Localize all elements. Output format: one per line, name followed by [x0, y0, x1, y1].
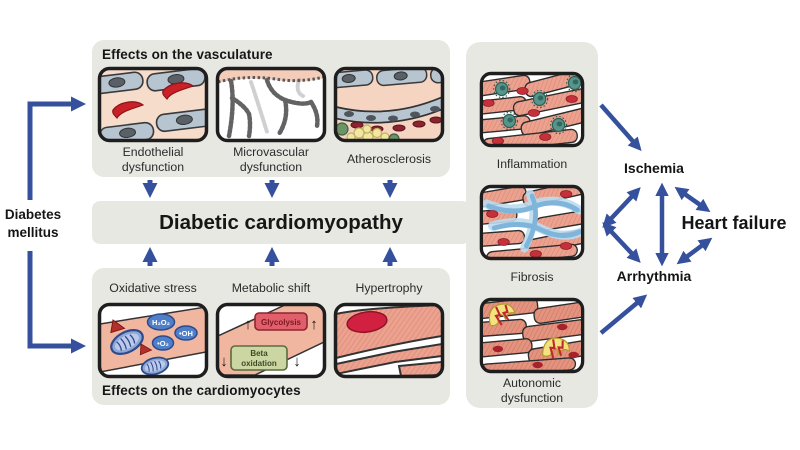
arrow-autonomic-to-arrhythmia [599, 294, 648, 335]
myocardial-effects-panel: Inflammation [466, 42, 598, 408]
endothelial-dysfunction-figure: Endothelial dysfunction [97, 66, 209, 174]
atherosclerosis-illustration [333, 66, 445, 143]
ros-molecule-oh: •OH [179, 329, 193, 338]
microvascular-dysfunction-figure: Microvascular dysfunction [215, 66, 327, 174]
arrow-diabetes-to-vasculature [27, 96, 86, 200]
metabolic-shift-figure: Metabolic shift Glycolysis ↑ ↑ Beta oxid… [215, 276, 327, 379]
arrow-arrhythmia-heart-failure [676, 237, 713, 265]
fibrosis-label: Fibrosis [510, 270, 554, 285]
oxidative-stress-label: Oxidative stress [109, 280, 197, 295]
ros-molecule-o2: •O₂ [157, 339, 169, 348]
diabetes-mellitus-label: Diabetes mellitus [4, 207, 62, 241]
inflammation-figure: Inflammation [476, 71, 588, 179]
oxidative-stress-illustration: H₂O₂ •OH •O₂ [97, 302, 209, 379]
inflammation-label: Inflammation [496, 157, 568, 172]
inflammation-illustration [479, 71, 585, 148]
autonomic-dysfunction-label: Autonomic dysfunction [500, 376, 564, 405]
arrow-diabetes-to-cardiomyocytes [27, 251, 86, 354]
microvascular-dysfunction-illustration [215, 66, 327, 143]
cardiomyocytes-panel-title: Effects on the cardiomyocytes [102, 383, 301, 398]
arrow-inflammation-to-ischemia [599, 103, 642, 152]
glycolysis-up-arrow-left: ↑ [244, 316, 252, 333]
oxidative-stress-figure: Oxidative stress [97, 276, 209, 379]
atherosclerosis-figure: Atherosclerosis [333, 66, 445, 174]
glycolysis-up-arrow-right: ↑ [310, 316, 318, 333]
autonomic-dysfunction-figure: Autonomic dysfunction [476, 297, 588, 405]
metabolic-shift-label: Metabolic shift [231, 280, 311, 295]
beta-oxidation-label-line1: Beta [250, 349, 268, 358]
hypertrophy-figure: Hypertrophy [333, 276, 445, 379]
atherosclerosis-label: Atherosclerosis [346, 152, 432, 167]
autonomic-dysfunction-illustration [479, 297, 585, 374]
cardiomyocytes-panel: Effects on the cardiomyocytes Oxidative … [92, 268, 450, 405]
beta-oxidation-down-arrow-right: ↓ [293, 353, 301, 370]
beta-oxidation-down-arrow-left: ↓ [220, 353, 228, 370]
diabetic-cardiomyopathy-title: Diabetic cardiomyopathy [159, 210, 403, 234]
fibrosis-illustration [479, 184, 585, 261]
hypertrophy-illustration [333, 302, 445, 379]
beta-oxidation-label-line2: oxidation [241, 359, 277, 368]
ros-molecule-h2o2: H₂O₂ [152, 318, 170, 327]
diabetic-cardiomyopathy-box: Diabetic cardiomyopathy [92, 201, 470, 244]
ischemia-label: Ischemia [624, 160, 684, 176]
glycolysis-label: Glycolysis [261, 318, 302, 327]
endothelial-dysfunction-label: Endothelial dysfunction [121, 145, 185, 174]
vasculature-panel: Effects on the vasculature [92, 40, 450, 177]
arrhythmia-label: Arrhythmia [616, 268, 692, 284]
hypertrophy-label: Hypertrophy [355, 280, 423, 295]
endothelial-dysfunction-illustration [97, 66, 209, 143]
arrow-ischemia-heart-failure [674, 186, 711, 213]
arrow-fibrosis-ischemia [602, 187, 641, 228]
microvascular-dysfunction-label: Microvascular dysfunction [233, 145, 309, 174]
vasculature-panel-title: Effects on the vasculature [102, 47, 273, 62]
heart-failure-label: Heart failure [681, 213, 787, 233]
fibrosis-figure: Fibrosis [476, 184, 588, 292]
arrow-fibrosis-arrhythmia [602, 222, 641, 263]
metabolic-shift-illustration: Glycolysis ↑ ↑ Beta oxidation ↓ ↓ [215, 302, 327, 379]
